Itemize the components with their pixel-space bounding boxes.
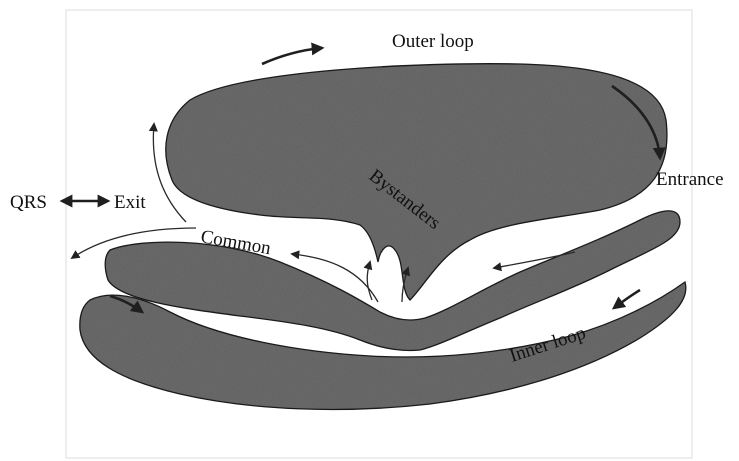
outer-loop-label: Outer loop: [392, 31, 474, 52]
exit-label: Exit: [114, 192, 146, 213]
qrs-label: QRS: [10, 192, 47, 213]
entrance-label: Entrance: [656, 169, 724, 190]
